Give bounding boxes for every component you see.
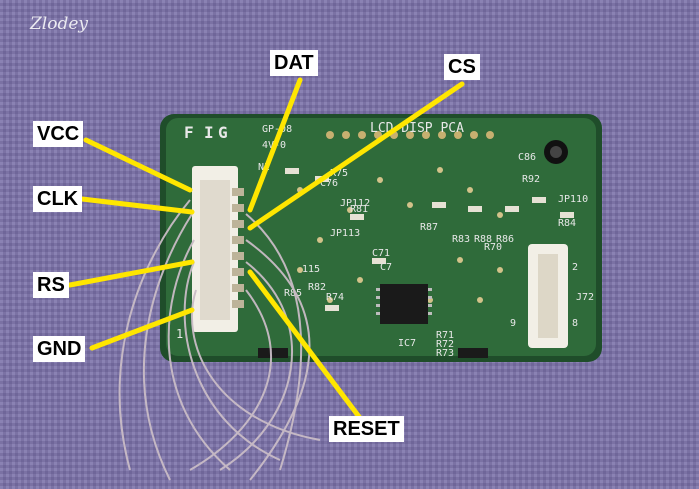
left-connector	[192, 166, 244, 332]
silk-r92: R92	[522, 174, 540, 185]
silk-jp113: JP113	[330, 228, 360, 239]
silk-r81: R81	[350, 204, 368, 215]
silk-r70: R70	[484, 242, 502, 253]
label-dat: DAT	[270, 50, 318, 76]
silk-r87: R87	[420, 222, 438, 233]
silk-c86: C86	[518, 152, 536, 163]
silk-fig-i: I	[204, 123, 214, 142]
arrow-dat	[247, 77, 303, 213]
silk-pin2: 2	[572, 262, 578, 273]
pointer-arrows	[67, 77, 465, 421]
silk-fig-g: G	[218, 123, 228, 142]
silk-ic7: IC7	[398, 338, 416, 349]
silk-j72: J72	[576, 292, 594, 303]
silk-jp112: JP112	[340, 198, 370, 209]
arrow-vcc	[83, 137, 193, 193]
silk-pin1: 1	[176, 327, 183, 341]
silk-r85: R85	[284, 288, 302, 299]
ic-chip	[380, 284, 428, 324]
silk-r73: R73	[436, 348, 454, 359]
arrow-rs	[67, 259, 195, 288]
arrow-cs	[247, 81, 465, 231]
label-clk: CLK	[33, 186, 83, 212]
silk-r74: R74	[326, 292, 344, 303]
silk-part-no: GP-08	[262, 124, 292, 135]
silk-c71: C71	[372, 248, 390, 259]
label-rs: RS	[33, 272, 69, 298]
arrow-reset	[247, 269, 363, 421]
silk-pin9: 9	[510, 318, 516, 329]
silk-r71: R71	[436, 330, 454, 341]
silk-115: 115	[302, 264, 320, 275]
silk-r75: R75	[330, 168, 348, 179]
arrow-clk	[79, 196, 195, 215]
silk-pin8: 8	[572, 318, 578, 329]
label-reset: RESET	[329, 416, 404, 442]
silk-c76: C76	[320, 178, 338, 189]
silk-r84: R84	[558, 218, 576, 229]
label-gnd: GND	[33, 336, 86, 362]
label-vcc: VCC	[33, 121, 84, 147]
silk-jp110: JP110	[558, 194, 588, 205]
silk-r82: R82	[308, 282, 326, 293]
silk-r88: R88	[474, 234, 492, 245]
silk-r72: R72	[436, 339, 454, 350]
silk-fig: F	[184, 123, 194, 142]
silk-r83: R83	[452, 234, 470, 245]
silk-r86: R86	[496, 234, 514, 245]
arrow-gnd	[89, 307, 195, 351]
label-cs: CS	[444, 54, 480, 80]
silk-title: LCD DISP PCA	[370, 121, 464, 136]
silk-c7: C7	[380, 262, 392, 273]
watermark: Zlodey	[30, 14, 89, 34]
